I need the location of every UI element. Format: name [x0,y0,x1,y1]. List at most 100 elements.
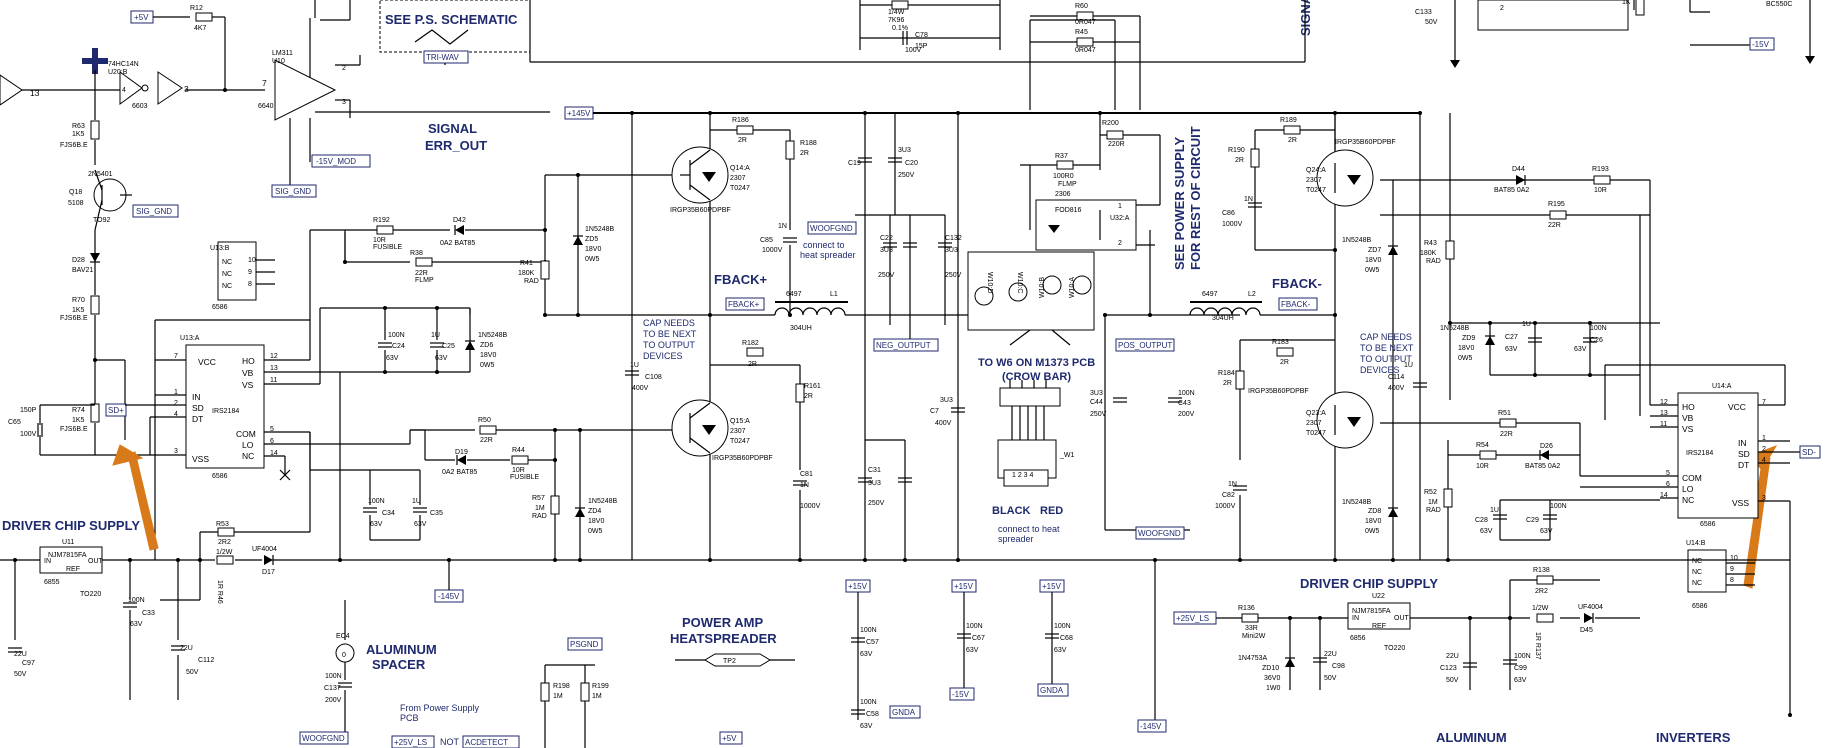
svg-text:R45: R45 [1075,29,1088,36]
svg-text:2R2: 2R2 [1535,588,1548,595]
svg-text:6: 6 [1666,481,1670,488]
svg-text:1N5248B: 1N5248B [588,498,618,505]
u22-number: 6856 [1350,635,1366,642]
svg-text:22U: 22U [1324,651,1337,658]
svg-text:RAD: RAD [1426,258,1441,265]
svg-text:100N: 100N [860,699,877,706]
svg-text:22U: 22U [14,651,27,658]
svg-text:7: 7 [174,353,178,360]
high-side-gate-drive: R192 10R FUSIBLE D42 0A2 BAT85 R38 22R F… [309,173,710,384]
svg-text:C67: C67 [972,635,985,642]
fback-neg-title: FBACK- [1272,276,1322,291]
svg-text:C20: C20 [905,160,918,167]
svg-text:R38: R38 [410,250,423,257]
svg-text:T0247: T0247 [730,185,750,192]
svg-text:3U3: 3U3 [898,147,911,154]
ec4-label: EC4 [336,633,350,640]
svg-text:R37: R37 [1055,153,1068,160]
svg-text:5: 5 [270,426,274,433]
svg-text:R188: R188 [800,140,817,147]
svg-text:ZD9: ZD9 [1462,335,1475,342]
svg-text:R186: R186 [732,117,749,124]
svg-text:150P: 150P [20,407,37,414]
svg-text:FOD816: FOD816 [1055,207,1082,214]
u11-part: NJM7815FA [48,552,87,559]
net-p15c: +15V [1042,582,1062,591]
svg-text:R138: R138 [1533,567,1550,574]
svg-text:C25: C25 [442,343,455,350]
svg-text:2R: 2R [1280,359,1289,366]
svg-text:50V: 50V [186,669,199,676]
svg-text:1U: 1U [1522,321,1531,328]
svg-text:22U: 22U [180,645,193,652]
svg-text:63V: 63V [1540,528,1553,535]
cap-needs-line1: CAP NEEDS [643,318,695,328]
svg-text:1N5248B: 1N5248B [1342,237,1372,244]
svg-text:1: 1 [1118,203,1122,210]
svg-text:1N: 1N [1228,481,1237,488]
svg-text:9: 9 [1730,566,1734,573]
svg-text:COM: COM [236,429,256,439]
svg-text:R198: R198 [553,683,570,690]
svg-text:D42: D42 [453,217,466,224]
svg-text:100N: 100N [860,627,877,634]
net-p145: +145V [567,109,591,118]
fback-pos-title: FBACK+ [714,272,767,287]
svg-text:SPACER: SPACER [372,657,426,672]
svg-text:L1: L1 [830,291,838,298]
lm311-number: 6640 [258,103,274,110]
svg-text:VSS: VSS [1732,498,1749,508]
svg-text:L2: L2 [1248,291,1256,298]
svg-text:IN: IN [1738,438,1747,448]
svg-text:W10:A: W10:A [1069,277,1076,298]
top-right: C133 50V 2 1K -15V BC550C [529,0,1815,68]
svg-text:100N: 100N [1178,390,1195,397]
svg-text:NC: NC [222,259,232,266]
svg-text:FJS6B.E: FJS6B.E [60,142,88,149]
svg-text:NC: NC [1692,580,1702,587]
u14b-number: 6586 [1692,603,1708,610]
svg-text:R60: R60 [1075,3,1088,10]
svg-text:2R: 2R [800,150,809,157]
svg-text:1U: 1U [1404,362,1413,369]
svg-text:4: 4 [174,411,178,418]
svg-text:13: 13 [1660,410,1668,417]
to-w6-line1: TO W6 ON M1373 PCB [978,357,1095,369]
svg-text:10R: 10R [1594,187,1607,194]
svg-text:R74: R74 [72,407,85,414]
net-p15b: +15V [954,582,974,591]
u22-label: U22 [1372,593,1385,600]
svg-text:R51: R51 [1498,410,1511,417]
svg-text:100N: 100N [368,498,385,505]
svg-text:FUSIBLE: FUSIBLE [510,474,540,481]
svg-text:FJS6B.E: FJS6B.E [60,315,88,322]
svg-text:1N: 1N [800,482,809,489]
svg-text:1N: 1N [1244,196,1253,203]
svg-text:RAD: RAD [532,513,547,520]
svg-text:2307: 2307 [1306,177,1322,184]
svg-text:1M: 1M [1428,499,1438,506]
svg-text:C22: C22 [880,235,893,242]
svg-text:3: 3 [342,99,346,106]
net-woofgnd3: WOOFGND [302,734,345,743]
svg-text:0.1%: 0.1% [892,25,908,32]
net-m15b: -15V [1752,40,1770,49]
svg-text:PCB: PCB [400,713,419,723]
right-driver-supply: DRIVER CHIP SUPPLY -145V +25V_LS R136 33… [1137,559,1790,745]
svg-text:D17: D17 [262,569,275,576]
w1-label: _W1 [1059,452,1075,459]
svg-text:FLMP: FLMP [415,277,434,284]
q18-label: Q18 [69,189,82,196]
svg-text:C31: C31 [868,467,881,474]
u13b-label: U13:B [210,245,230,252]
svg-text:ZD5: ZD5 [585,236,598,243]
u11-label: U11 [62,539,74,546]
u11-package: TO220 [80,591,101,598]
svg-text:0W5: 0W5 [585,256,600,263]
svg-text:3U3: 3U3 [1090,390,1103,397]
svg-text:1N5248B: 1N5248B [585,226,615,233]
svg-text:C58: C58 [866,711,879,718]
svg-text:CAP NEEDS: CAP NEEDS [1360,332,1412,342]
